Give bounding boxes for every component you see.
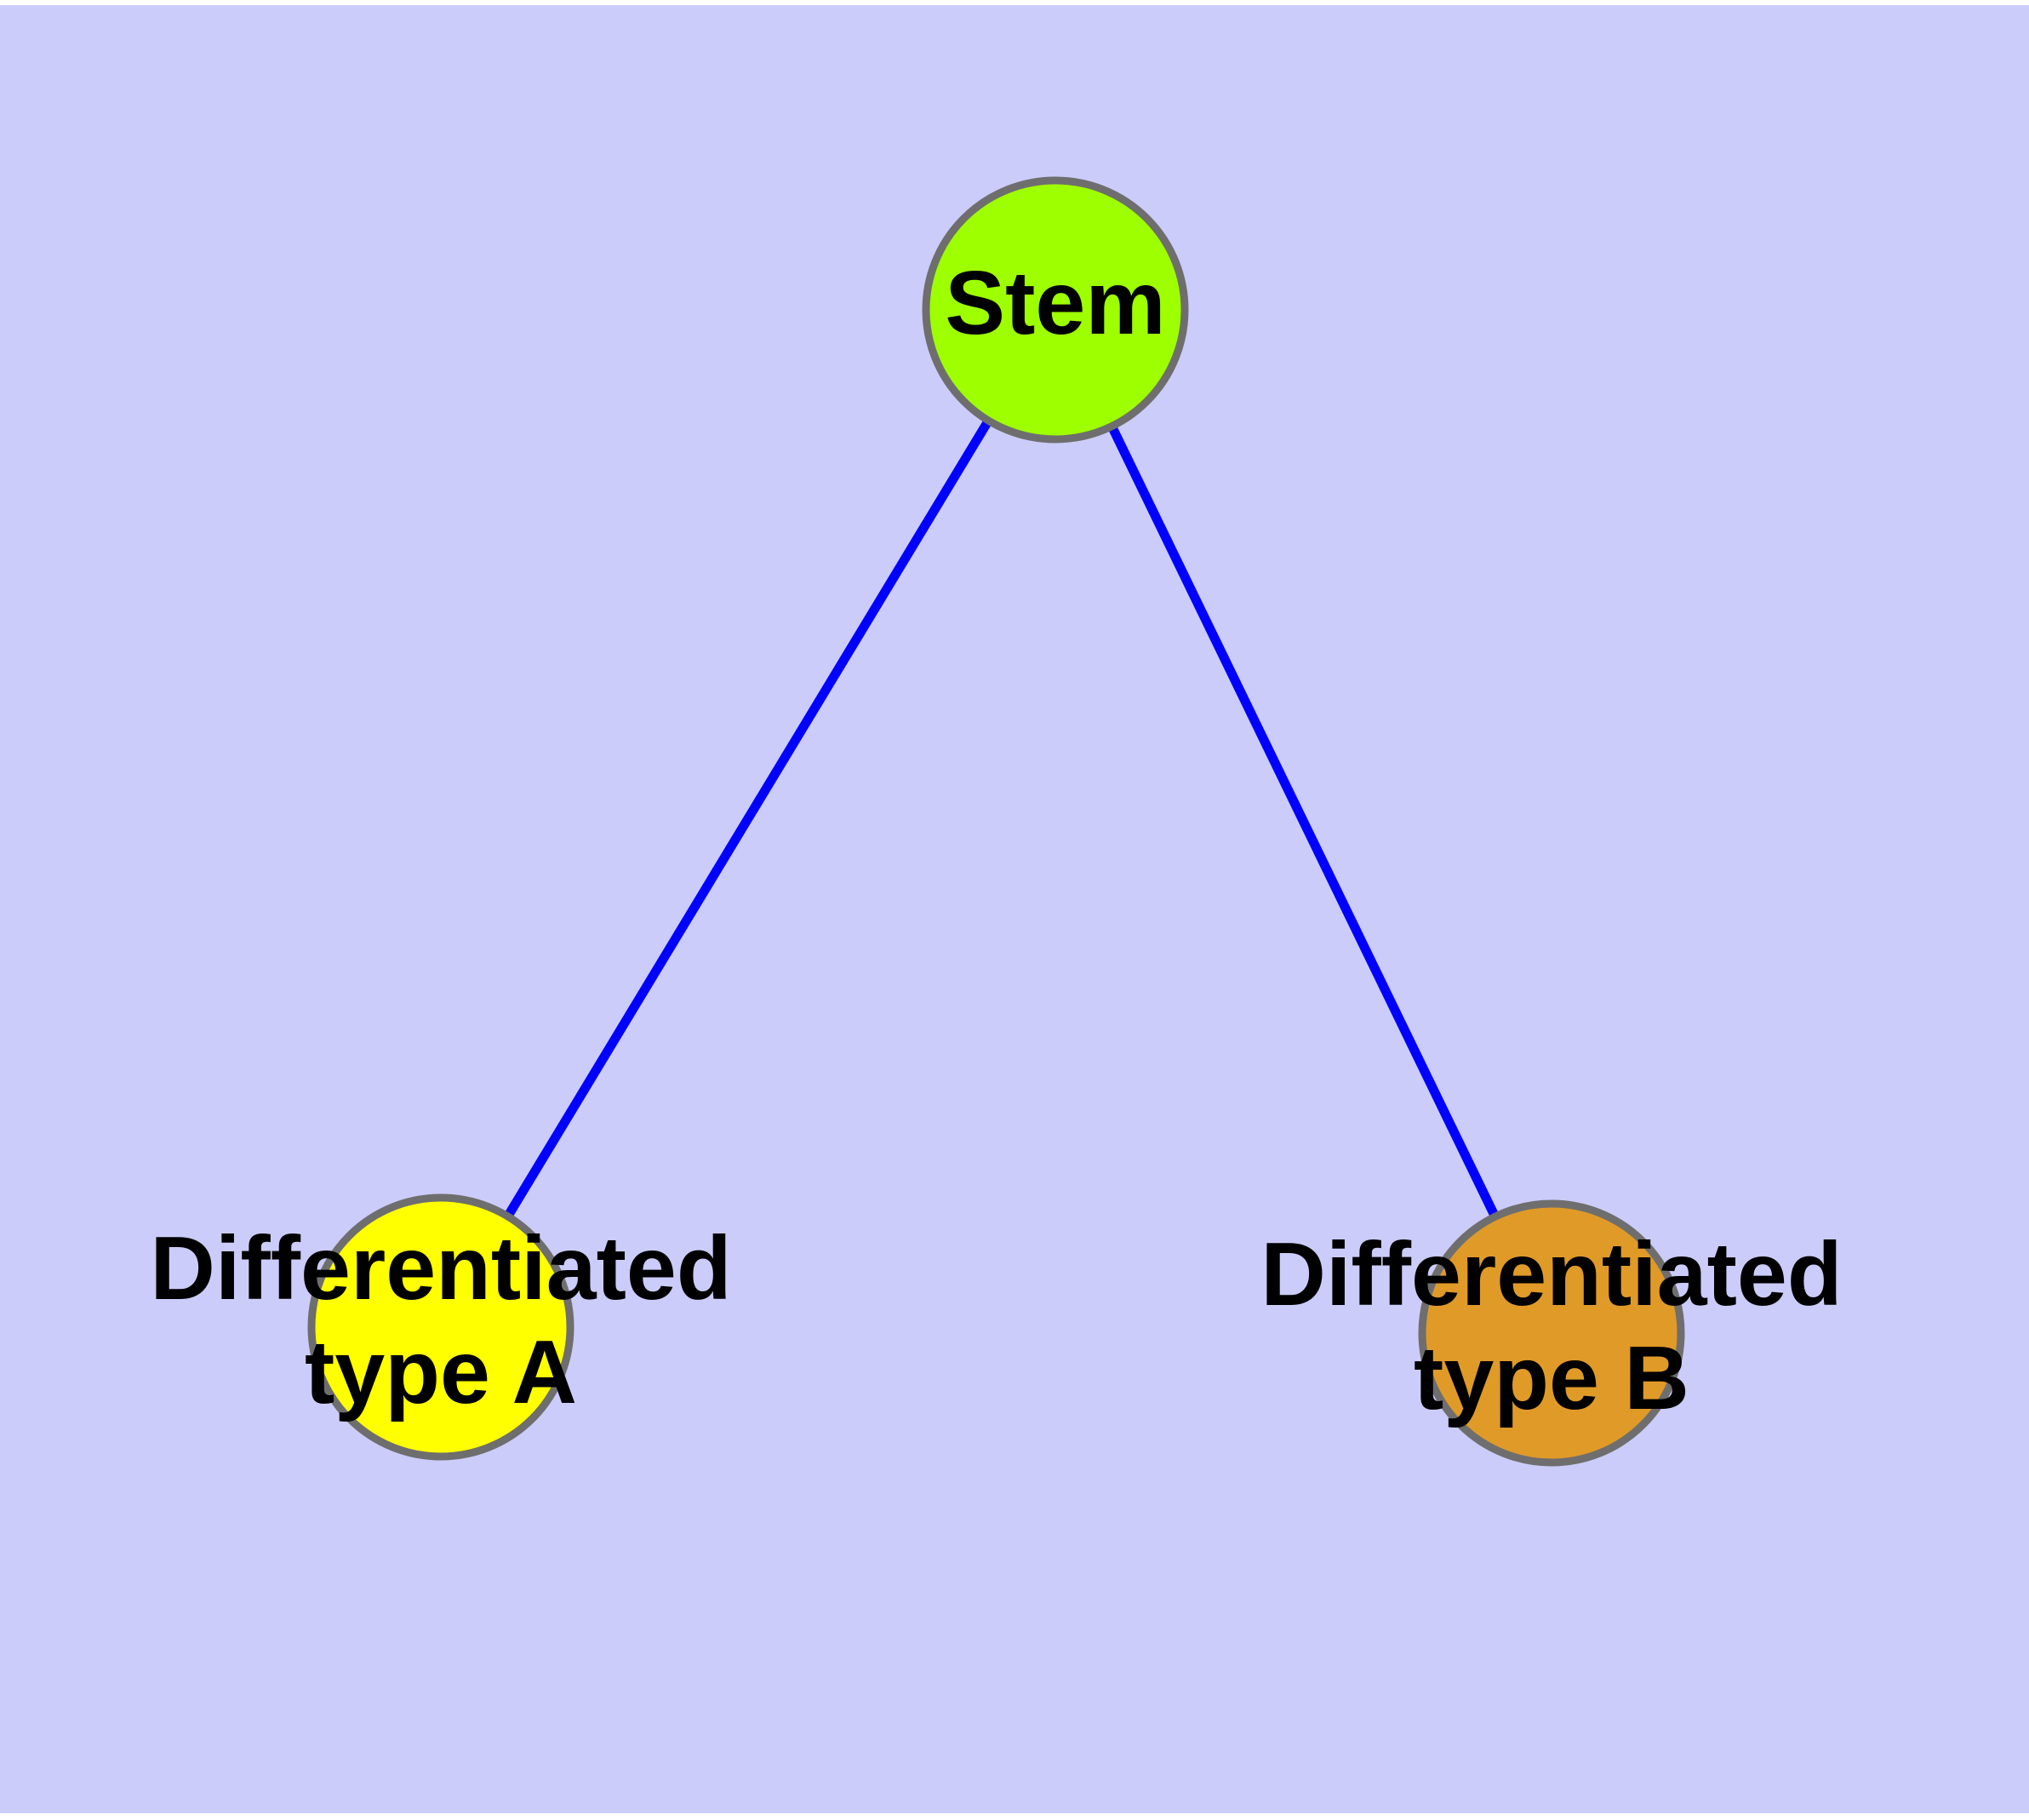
nodes-layer bbox=[307, 176, 1685, 1467]
node-diff-b[interactable] bbox=[1418, 1199, 1685, 1467]
node-label-line: Differentiated bbox=[150, 1218, 731, 1319]
edge-stem-diff-b bbox=[1051, 307, 1556, 1336]
node-label-stem: Stem bbox=[945, 253, 1165, 353]
edge-stem-diff-a bbox=[437, 307, 1060, 1330]
node-label-line: Differentiated bbox=[1260, 1224, 1842, 1325]
node-label-line: Stem bbox=[945, 253, 1165, 353]
node-label-line: type B bbox=[1414, 1328, 1689, 1428]
node-label-line: type A bbox=[305, 1322, 577, 1422]
node-diff-a[interactable] bbox=[307, 1193, 574, 1461]
edges-layer bbox=[437, 307, 1556, 1336]
node-stem[interactable] bbox=[922, 176, 1189, 444]
